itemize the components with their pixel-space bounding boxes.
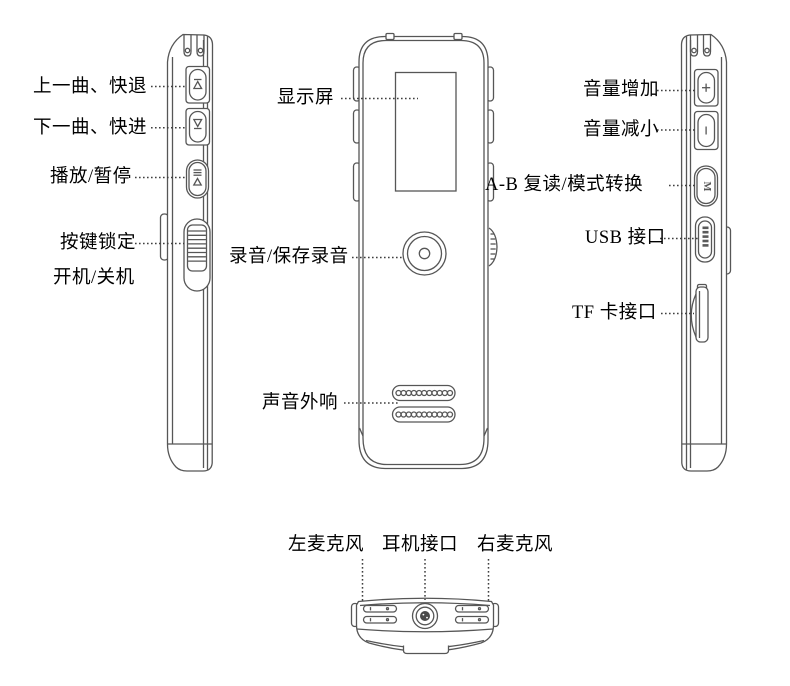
play-pause-button [185, 159, 210, 199]
earphone-jack-socket [411, 602, 439, 630]
label-left-mic: 左麦克风 [288, 535, 365, 555]
usb-port [694, 216, 716, 263]
mode-button: M [693, 165, 719, 207]
record-button [402, 231, 447, 276]
prev-track-button [185, 65, 211, 104]
display-screen [394, 71, 457, 192]
volume-down-button [693, 110, 719, 151]
speaker-grilles [391, 384, 456, 423]
speaker-holes-row2 [395, 411, 454, 418]
left-side-view [159, 33, 214, 472]
usb-pins [702, 226, 709, 247]
slider-ribs [187, 230, 207, 262]
label-right-mic: 右麦克风 [477, 535, 554, 555]
hold-power-slider [183, 218, 211, 292]
label-earphone: 耳机接口 [382, 535, 459, 555]
label-key-lock: 按键锁定 [60, 233, 137, 253]
label-tf-card: TF 卡接口 [572, 303, 657, 323]
next-track-button [185, 107, 211, 146]
speaker-holes-row1 [395, 389, 454, 397]
play-pause-icon [192, 169, 203, 186]
bottom-view [350, 597, 500, 655]
volume-up-button [693, 68, 719, 107]
plus-icon [702, 83, 711, 92]
right-mic-grille [454, 604, 490, 624]
right-side-view: M [680, 33, 732, 472]
label-prev-track: 上一曲、快退 [33, 77, 148, 97]
label-volume-up: 音量增加 [583, 80, 660, 100]
label-speaker: 声音外响 [262, 393, 339, 413]
label-display: 显示屏 [277, 88, 335, 108]
label-play-pause: 播放/暂停 [50, 167, 132, 187]
leader-lines [135, 85, 698, 603]
label-record: 录音/保存录音 [229, 247, 349, 267]
label-next-track: 下一曲、快进 [33, 118, 148, 138]
label-volume-down: 音量减小 [583, 120, 660, 140]
right-view-top-vents [689, 35, 712, 57]
front-view [352, 32, 498, 470]
label-power: 开机/关机 [53, 268, 135, 288]
left-mic-grille [362, 604, 398, 624]
next-track-icon [192, 118, 203, 130]
tf-card-slot [690, 283, 709, 343]
left-view-top-vents [183, 35, 205, 57]
label-usb: USB 接口 [585, 228, 666, 248]
label-ab-mode: A-B 复读/模式转换 [485, 175, 644, 195]
mode-button-glyph: M [701, 182, 712, 192]
prev-track-icon [192, 78, 203, 90]
